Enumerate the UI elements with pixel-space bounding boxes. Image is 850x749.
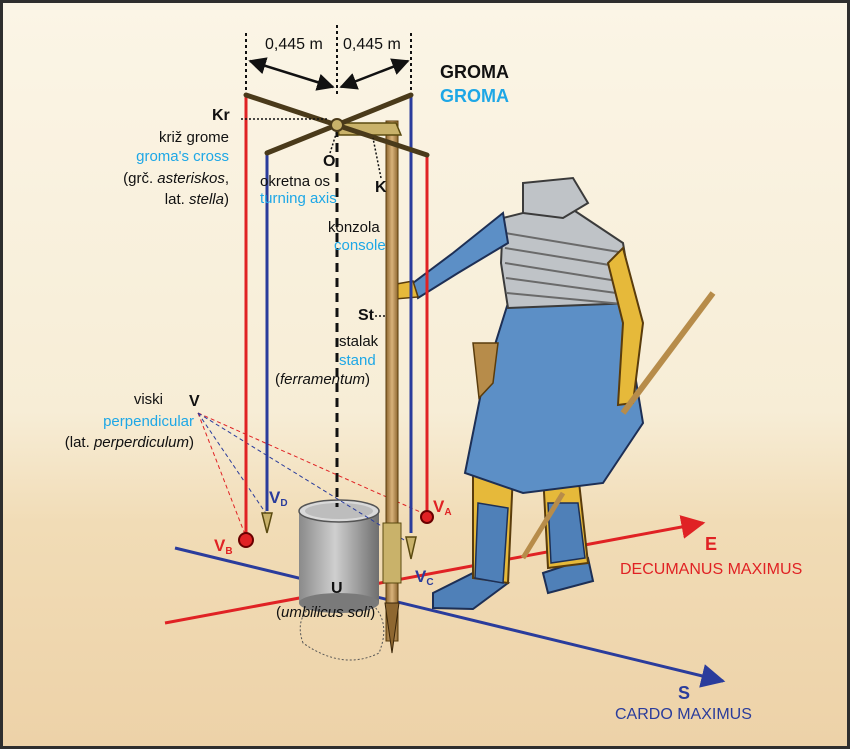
point-va: VA [433,497,452,519]
point-kr: Kr [212,107,230,124]
dimension-lines [245,25,412,95]
cardo-line [174,546,726,688]
plumb-label-en: perpendicular [103,413,194,430]
title-english: GROMA [440,86,509,106]
cross-label-latin: lat. stella) [164,191,229,208]
dimension-left: 0,445 m [265,36,323,53]
point-k: K [375,179,387,196]
plumb-bobs [238,510,434,560]
umbilicus-label: (umbilicus soli) [276,604,376,621]
groma-illustration [164,25,726,688]
cross-label-greek: (grč. asteriskos, [123,170,229,187]
cardo-label: CARDO MAXIMUS [615,706,752,723]
plumb-label-latin: (lat. perperdiculum) [64,434,194,451]
umbilicus-stone [298,499,385,661]
console-label-hr: konzola [328,219,380,236]
point-u: U [331,580,343,597]
console-label-en: console [334,237,386,254]
plumb-sightlines [197,412,428,544]
soldier-figure [390,176,716,611]
dimension-right: 0,445 m [343,36,401,53]
decumanus-label: DECUMANUS MAXIMUS [620,561,803,578]
cross-label-en: groma's cross [136,148,229,165]
stand-label-en: stand [339,352,376,369]
groma-stand [382,120,402,654]
point-vd: VD [269,488,288,510]
stand-label-latin: (ferramentum) [275,371,371,388]
point-vc: VC [415,567,434,589]
axis-label-hr: okretna os [260,173,331,190]
point-s: S [678,683,691,703]
point-e: E [705,534,718,554]
plumb-label-hr: viski [133,391,163,408]
point-v: V [189,393,200,410]
groma-cross [243,92,430,158]
point-o: O [323,153,336,170]
decumanus-line [164,515,706,625]
title-croatian: GROMA [440,62,509,82]
leader-lines [241,118,387,317]
plumb-lines [244,95,429,533]
cross-label-hr: križ grome [158,129,229,146]
stand-label-hr: stalak [339,333,379,350]
point-vb: VB [214,536,233,558]
point-st: St [358,307,374,324]
axis-label-en: turning axis [260,190,337,207]
